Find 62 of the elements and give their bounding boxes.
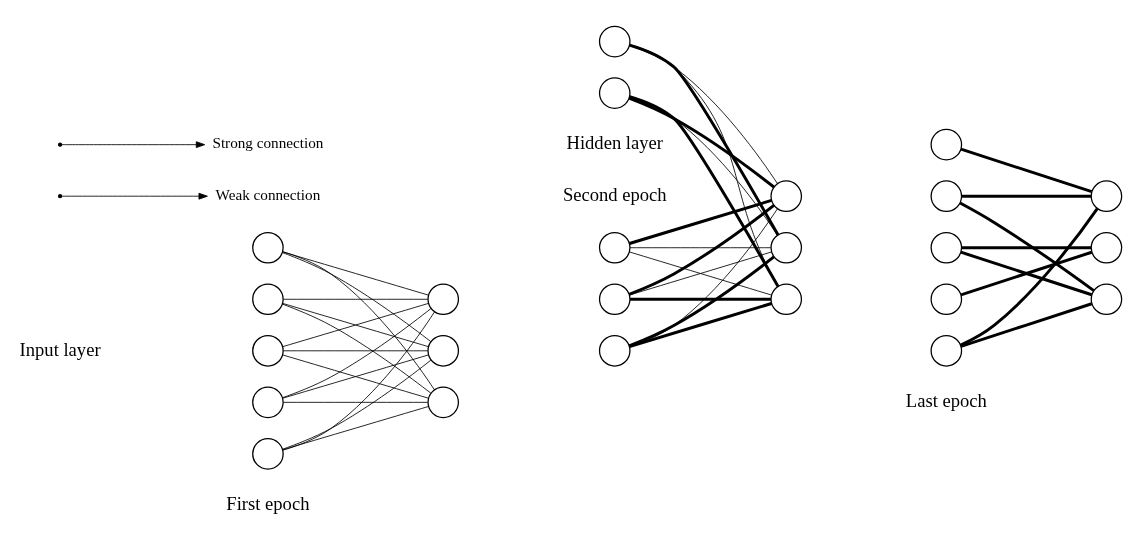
connector (282, 401, 429, 403)
connector (961, 246, 1091, 250)
connector (629, 96, 778, 236)
node-circle (930, 231, 963, 264)
connector (282, 252, 432, 343)
connector (629, 302, 772, 348)
node-circle (770, 283, 803, 316)
connector (282, 298, 429, 300)
node-circle (770, 180, 803, 213)
connector (629, 208, 778, 348)
connector (629, 251, 772, 296)
node-circle (427, 386, 460, 419)
connector (282, 251, 435, 391)
node-circle (598, 25, 631, 58)
connector (628, 204, 775, 296)
arrow (61, 141, 206, 149)
node-text: Weak connection (215, 185, 321, 203)
connector (282, 354, 429, 399)
connector (960, 302, 1093, 348)
node-circle (598, 283, 631, 316)
node-circle (252, 438, 284, 470)
node-circle (252, 231, 284, 264)
label: Last epoch (905, 390, 987, 412)
node-circle (1090, 283, 1123, 316)
node-circle (930, 128, 963, 161)
connector (629, 95, 780, 287)
node-circle (598, 77, 631, 109)
connector (629, 199, 772, 245)
label: Input layer (19, 338, 101, 360)
label: Hidden layer (566, 132, 663, 154)
connector (629, 43, 780, 236)
node-circle (930, 180, 963, 213)
connector (282, 359, 432, 450)
connector (629, 247, 772, 249)
connector (960, 207, 1099, 347)
node-text: Strong connection (212, 134, 324, 152)
connector (630, 297, 771, 301)
connector (282, 350, 429, 352)
node-circle (1090, 231, 1123, 264)
node-circle (770, 231, 803, 264)
node-circle (1090, 180, 1123, 213)
arrow (61, 192, 208, 200)
connector (961, 194, 1091, 198)
connector (282, 406, 429, 451)
node-circle (252, 334, 284, 367)
node-circle (598, 334, 631, 367)
connector (960, 147, 1093, 194)
connector (628, 96, 775, 189)
node-circle (930, 334, 963, 367)
connector (628, 255, 775, 348)
node-circle (427, 283, 460, 316)
connector (282, 311, 435, 451)
node-circle (252, 283, 284, 316)
node-circle (252, 386, 284, 419)
connector (959, 201, 1095, 292)
label: Second epoch (562, 183, 667, 205)
label: First epoch (226, 493, 310, 515)
connector (629, 44, 779, 287)
connector (960, 250, 1093, 297)
node-circle (598, 231, 631, 264)
node-circle (427, 334, 460, 367)
node-circle (930, 283, 963, 316)
